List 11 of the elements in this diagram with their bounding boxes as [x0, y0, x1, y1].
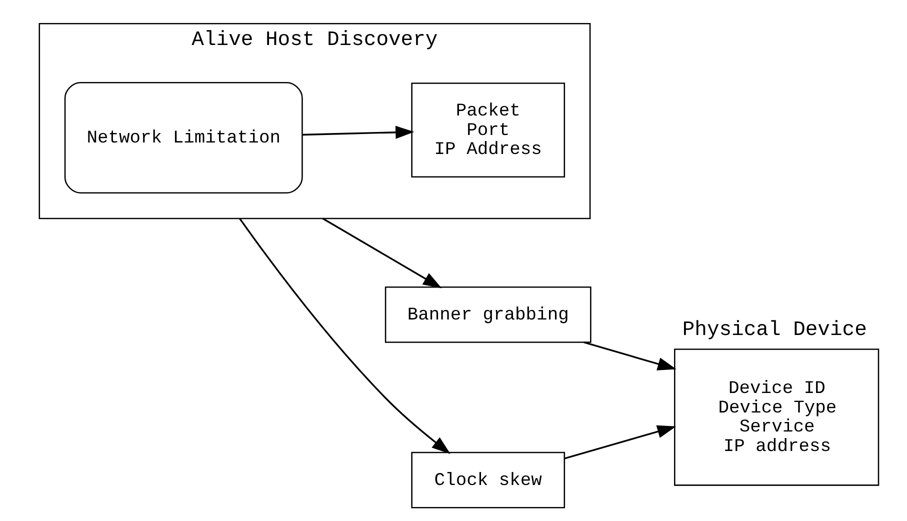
node-box: Packet Port IP Address: [411, 82, 566, 178]
node-box: Banner grabbing: [384, 286, 592, 343]
node-box: Network Limitation: [64, 82, 303, 194]
arrow: [239, 218, 450, 454]
arrow: [564, 425, 676, 460]
arrow: [584, 342, 676, 370]
arrow: [322, 218, 442, 288]
arrow: [302, 126, 414, 139]
node-label: Physical Device: [682, 318, 867, 342]
node-box: Clock skew: [411, 452, 566, 508]
node-box: Device ID Device Type Service IP address: [674, 348, 880, 486]
